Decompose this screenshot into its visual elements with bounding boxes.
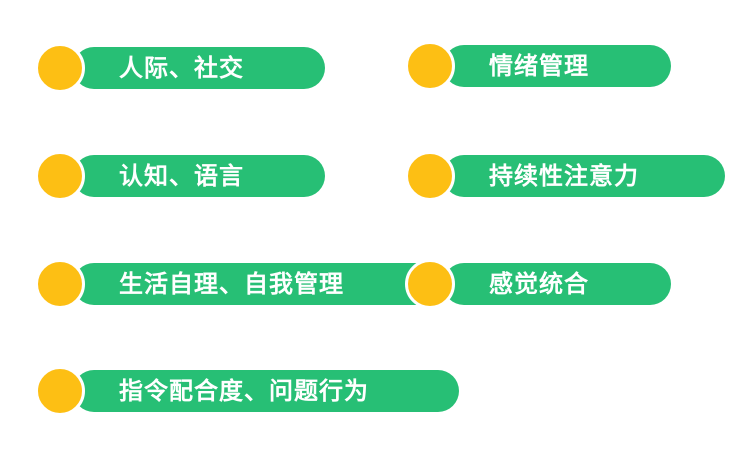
- yellow-dot-icon: [35, 259, 85, 309]
- tag-label: 持续性注意力: [443, 155, 725, 197]
- tag-label: 指令配合度、问题行为: [73, 370, 459, 412]
- yellow-dot-icon: [405, 151, 455, 201]
- tag-label: 认知、语言: [73, 155, 325, 197]
- yellow-dot-icon: [35, 366, 85, 416]
- yellow-dot-icon: [35, 43, 85, 93]
- yellow-dot-icon: [405, 259, 455, 309]
- tag-label: 情绪管理: [443, 45, 671, 87]
- tag-label: 感觉统合: [443, 263, 671, 305]
- tag-label: 人际、社交: [73, 47, 325, 89]
- tag-label: 生活自理、自我管理: [73, 263, 437, 305]
- yellow-dot-icon: [35, 151, 85, 201]
- yellow-dot-icon: [405, 41, 455, 91]
